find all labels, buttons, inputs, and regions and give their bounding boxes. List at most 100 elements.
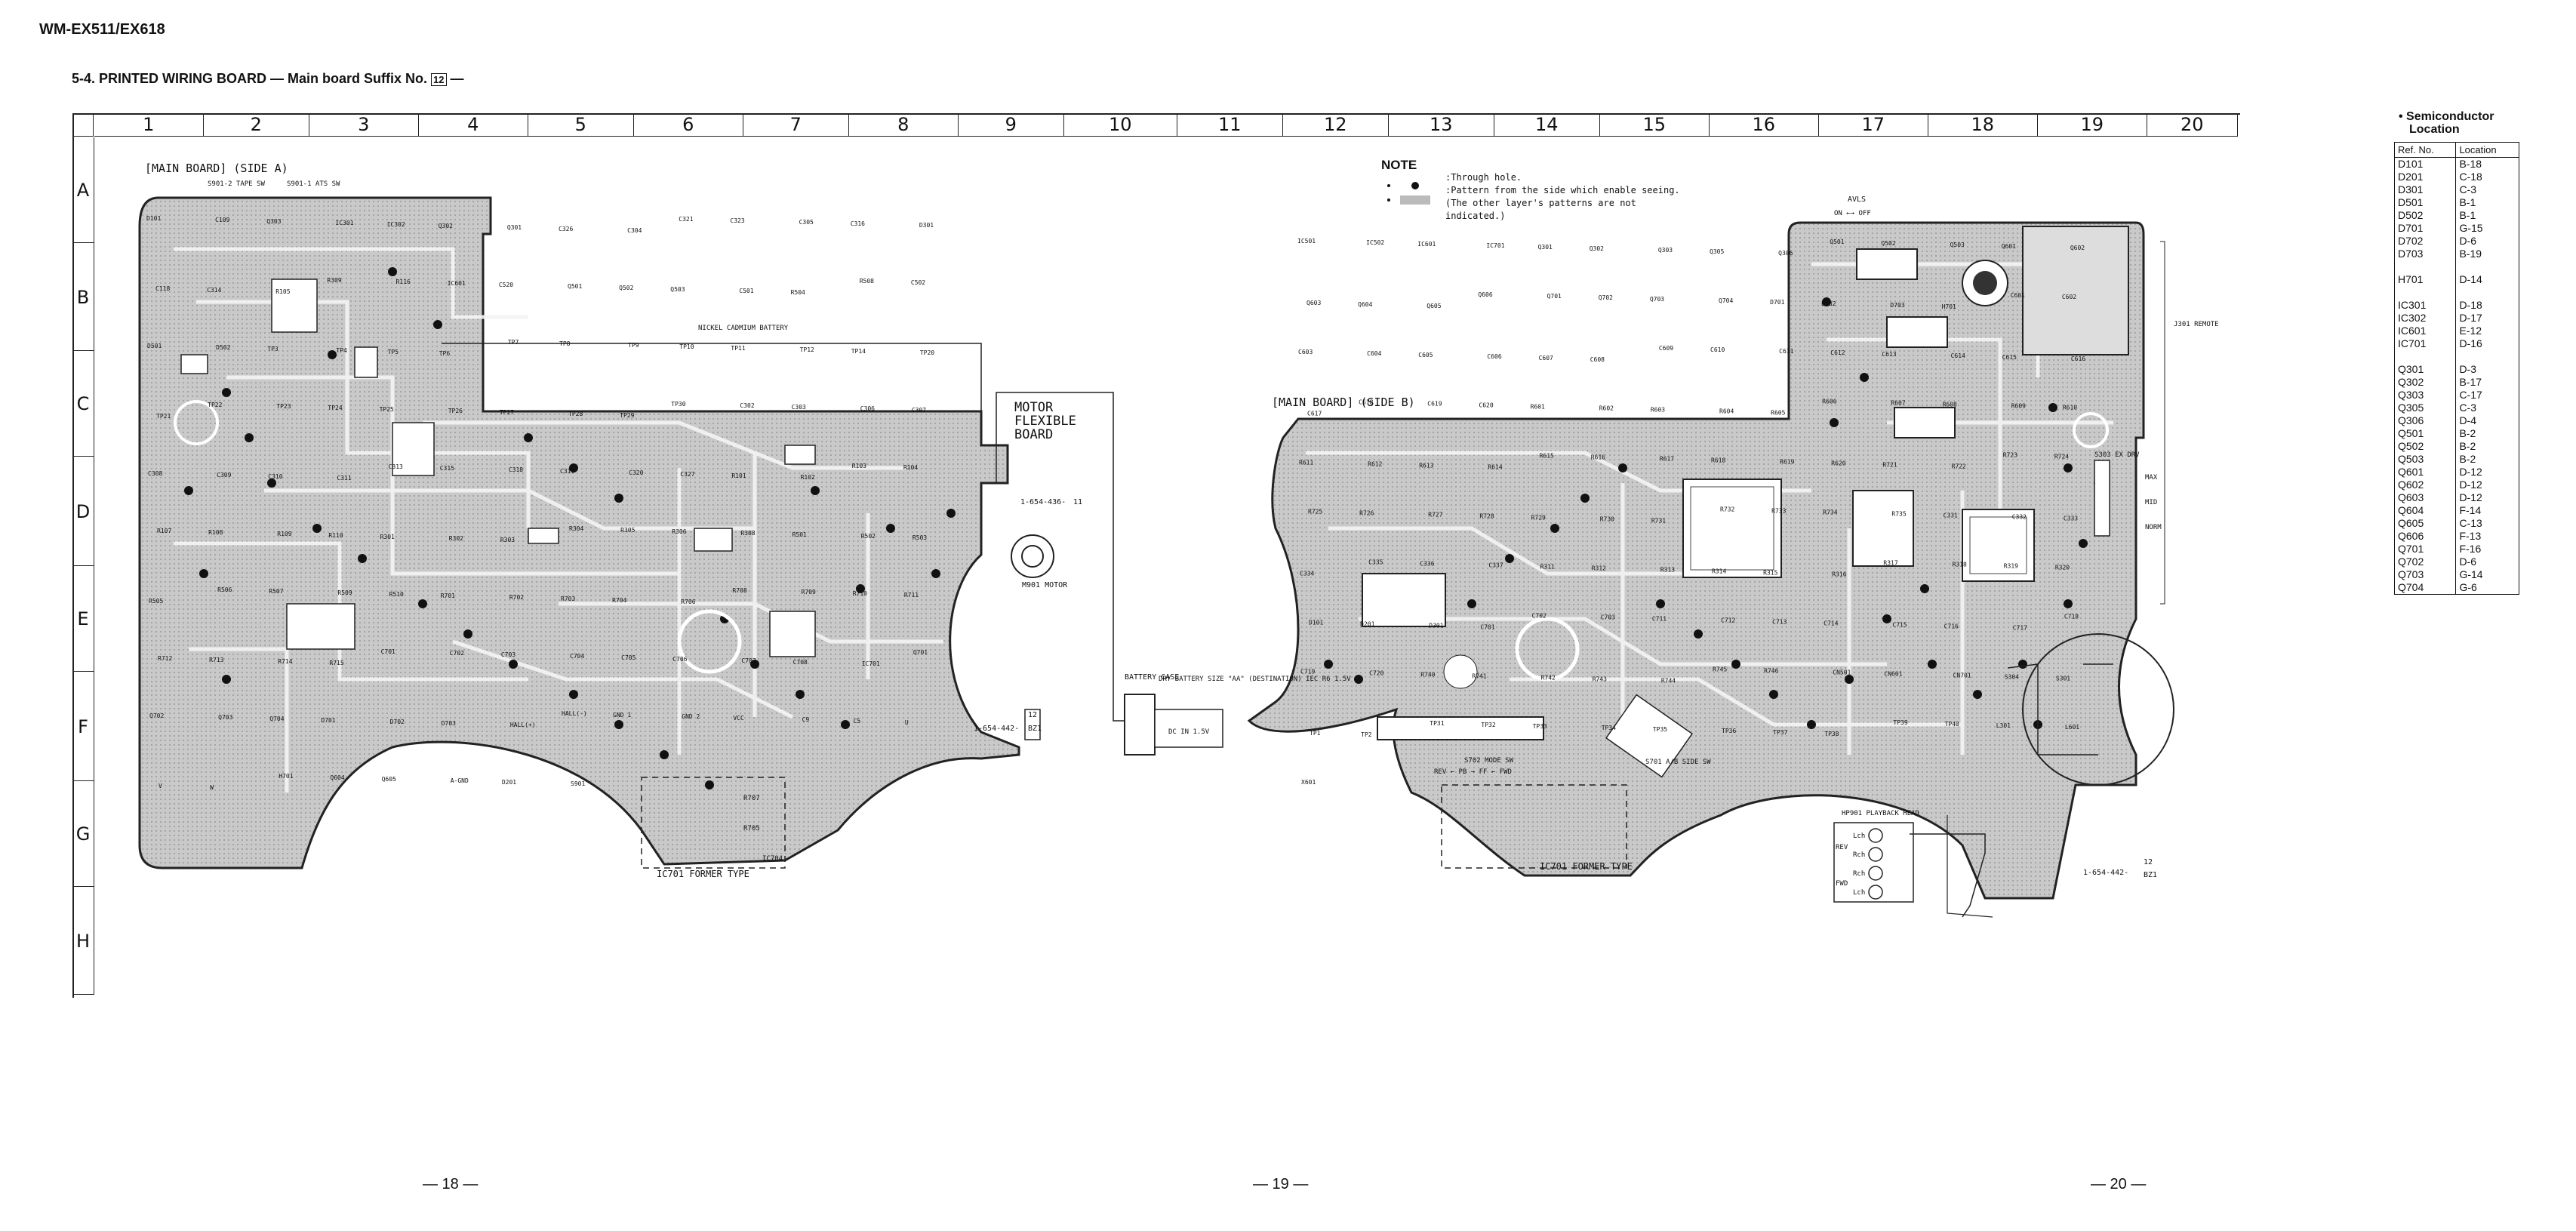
grid-column-19: 19 bbox=[2038, 113, 2147, 137]
side-a-part-label: R509 bbox=[337, 589, 352, 596]
side-b-part-label: Q301 bbox=[1538, 244, 1553, 251]
side-b-part-label: C702 bbox=[1532, 612, 1547, 619]
side-b-part-label: R317 bbox=[1883, 559, 1897, 566]
side-a-part-label: D502 bbox=[216, 344, 230, 351]
side-a-part-label: R704 bbox=[612, 597, 626, 604]
side-b-part-label: C603 bbox=[1298, 349, 1313, 355]
side-a-part-label: GND 2 bbox=[682, 713, 700, 720]
side-a-part-label: R305 bbox=[620, 527, 635, 534]
side-b-part-label: R731 bbox=[1651, 518, 1666, 525]
side-b-part-label: R725 bbox=[1308, 509, 1322, 515]
side-b-part-label: C719 bbox=[1300, 668, 1315, 675]
part-no-2-suffix-a: 12 bbox=[1028, 711, 1037, 719]
note-line-1: :Through hole. bbox=[1445, 172, 1522, 183]
side-a-part-label: C706 bbox=[672, 656, 687, 663]
side-a-part-label: C307 bbox=[912, 407, 926, 414]
side-a-part-label: C319 bbox=[560, 468, 574, 475]
side-a-part-label: TP30 bbox=[671, 401, 685, 408]
side-b-part-label: CN601 bbox=[1884, 670, 1902, 677]
side-b-part-label: CN701 bbox=[1953, 672, 1971, 679]
side-b-part-label: C701 bbox=[1480, 623, 1494, 630]
side-b-part-label: C616 bbox=[2071, 355, 2085, 362]
side-b-part-label: R741 bbox=[1472, 672, 1486, 679]
side-b-part-label: IC501 bbox=[1297, 238, 1316, 245]
side-a-part-label: C313 bbox=[389, 463, 403, 470]
side-b-part-label: R312 bbox=[1592, 565, 1606, 571]
grid-column-15: 15 bbox=[1600, 113, 1710, 137]
side-b-part-no-suffix-b: BZ1 bbox=[2144, 871, 2157, 879]
side-b-part-label: D701 bbox=[1770, 299, 1784, 306]
side-b-part-label: TP35 bbox=[1653, 726, 1667, 733]
side-a-part-label: Q501 bbox=[568, 283, 582, 290]
location-cell: B-2 bbox=[2459, 427, 2476, 439]
side-b-part-label: C609 bbox=[1659, 345, 1673, 352]
side-a-part-label: TP3 bbox=[267, 346, 279, 352]
side-a-part-label: D703 bbox=[442, 720, 456, 727]
side-b-part-label: C332 bbox=[2012, 514, 2027, 521]
side-b-part-label: R314 bbox=[1712, 568, 1726, 574]
side-b-part-label: Q303 bbox=[1658, 247, 1673, 254]
part-no-2: 1-654-442- bbox=[974, 725, 1019, 733]
semiconductor-title-line-1: • Semiconductor bbox=[2399, 110, 2494, 123]
side-a-part-label: IC301 bbox=[335, 220, 353, 226]
side-a-part-label: D101 bbox=[146, 215, 161, 222]
ref-no-cell: Q501 bbox=[2394, 427, 2457, 440]
side-b-part-label: Q605 bbox=[1426, 303, 1441, 309]
side-a-part-label: Q503 bbox=[670, 286, 685, 293]
side-a-part-label: R711 bbox=[904, 592, 919, 599]
side-b-part-label: Q606 bbox=[1478, 291, 1492, 298]
side-a-part-label: IC701 bbox=[862, 660, 880, 667]
side-a-ic-former: IC701 FORMER TYPE bbox=[657, 869, 749, 879]
side-a-part-label: R502 bbox=[861, 533, 876, 540]
side-b-part-label: IC502 bbox=[1366, 239, 1384, 246]
side-a-part-label: Q702 bbox=[149, 712, 164, 719]
side-a-part-label: R109 bbox=[277, 531, 291, 537]
side-b-part-label: C615 bbox=[2002, 354, 2017, 361]
location-cell: C-3 bbox=[2459, 402, 2476, 414]
side-b-part-label: R606 bbox=[1822, 399, 1836, 405]
side-b-part-label: R604 bbox=[1719, 408, 1734, 415]
ref-no-cell: Q602 bbox=[2394, 479, 2457, 491]
side-b-part-label: R603 bbox=[1651, 407, 1665, 414]
side-a-part-label: Q704 bbox=[269, 716, 284, 722]
side-a-board bbox=[138, 196, 1223, 869]
side-b-part-label: R733 bbox=[1771, 508, 1786, 515]
side-b-part-no-suffix-a: 12 bbox=[2144, 858, 2153, 866]
side-b-part-label: R316 bbox=[1832, 571, 1846, 577]
grid-column-20: 20 bbox=[2147, 113, 2238, 137]
side-a-part-label: C501 bbox=[739, 288, 753, 294]
side-a-part-label: C315 bbox=[440, 465, 454, 472]
side-b-part-label: Q501 bbox=[1830, 239, 1844, 245]
ref-no-cell: Q303 bbox=[2394, 389, 2457, 402]
side-a-part-label: R105 bbox=[275, 288, 290, 295]
grid-column-4: 4 bbox=[419, 113, 528, 137]
side-b-part-label: R734 bbox=[1823, 509, 1837, 516]
side-a-part-label: C302 bbox=[740, 402, 754, 409]
side-b-part-label: C614 bbox=[1951, 352, 1965, 359]
side-b-part-label: R607 bbox=[1891, 400, 1905, 407]
grid-row-B: B bbox=[72, 243, 94, 351]
side-b-part-label: Q503 bbox=[1950, 242, 1965, 248]
side-a-part-label: R708 bbox=[732, 587, 746, 594]
location-cell: D-6 bbox=[2459, 235, 2476, 247]
ref-no-cell: Q606 bbox=[2394, 530, 2457, 543]
side-b-part-label: R735 bbox=[1891, 511, 1906, 518]
side-a-part-label: TP6 bbox=[439, 350, 451, 357]
side-a-part-label: V bbox=[158, 783, 162, 789]
side-b-part-label: D702 bbox=[1821, 300, 1836, 307]
side-b-ic-former: IC701 FORMER TYPE bbox=[1540, 861, 1633, 872]
location-cell: F-16 bbox=[2459, 543, 2482, 555]
grid-corner bbox=[72, 113, 94, 137]
side-a-part-label: Q701 bbox=[913, 649, 928, 656]
ref-no-cell: Q306 bbox=[2394, 414, 2457, 427]
side-b-part-label: Q603 bbox=[1306, 300, 1321, 306]
side-b-part-label: TP31 bbox=[1430, 720, 1444, 727]
side-b-part-label: X601 bbox=[1301, 779, 1316, 786]
location-cell: C-18 bbox=[2459, 171, 2482, 183]
side-b-part-label: R724 bbox=[2054, 454, 2069, 460]
side-a-part-label: D702 bbox=[390, 719, 405, 725]
